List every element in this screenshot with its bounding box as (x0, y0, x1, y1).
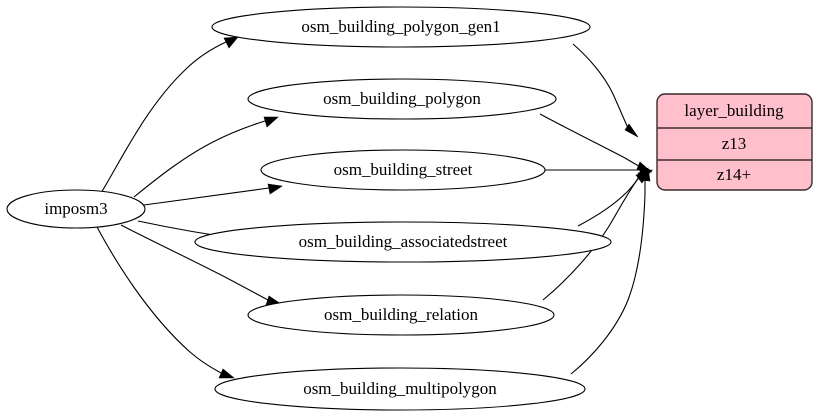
node-osm_building_associatedstreet-shape[interactable] (194, 221, 612, 263)
node-osm_building_multipolygon-label: osm_building_multipolygon (303, 379, 497, 398)
edge-osm_building_polygon-to-layer_building_z14plus (539, 113, 653, 173)
edge-osm_building_multipolygon-to-layer_building_z14plus (570, 167, 651, 375)
node-osm_building_relation-label: osm_building_relation (324, 305, 478, 324)
edge-imposm3-to-osm_building_multipolygon (96, 226, 235, 379)
edge-imposm3-to-osm_building_polygon_gen1 (100, 36, 239, 194)
node-osm_building_street[interactable]: osm_building_street (260, 149, 546, 191)
node-osm_building_associatedstreet[interactable]: osm_building_associatedstreet (194, 221, 612, 263)
node-layer_building-row-z14plus: z14+ (717, 165, 751, 184)
edge-imposm3-to-osm_building_polygon (133, 116, 279, 198)
node-osm_building_polygon-label: osm_building_polygon (323, 89, 481, 108)
node-imposm3-shape[interactable] (6, 189, 146, 229)
node-osm_building_multipolygon[interactable]: osm_building_multipolygon (214, 367, 586, 411)
node-osm_building_polygon_gen1-label: osm_building_polygon_gen1 (301, 17, 500, 36)
edge-osm_building_street-to-layer_building_z14plus (545, 164, 653, 177)
node-osm_building_street-label: osm_building_street (334, 160, 473, 179)
node-layer_building-row-z13: z13 (722, 134, 747, 153)
node-imposm3-label: imposm3 (44, 199, 107, 218)
node-layer_building[interactable]: layer_building z13 z14+ (656, 93, 813, 191)
node-imposm3[interactable]: imposm3 (6, 189, 146, 229)
edge-osm_building_polygon_gen1-to-layer_building_z13 (572, 43, 639, 138)
node-osm_building_associatedstreet-label: osm_building_associatedstreet (299, 232, 508, 251)
node-osm_building_street-shape[interactable] (260, 149, 546, 191)
node-osm_building_relation-shape[interactable] (247, 294, 555, 336)
node-layer_building-box[interactable] (656, 93, 813, 191)
node-osm_building_polygon_gen1-shape[interactable] (211, 6, 591, 48)
edge-group-tables-to-layer (539, 43, 653, 375)
node-layer_building-row-name: layer_building (684, 101, 784, 120)
node-osm_building_multipolygon-shape[interactable] (214, 367, 586, 411)
node-osm_building_polygon_gen1[interactable]: osm_building_polygon_gen1 (211, 6, 591, 48)
node-osm_building_relation[interactable]: osm_building_relation (247, 294, 555, 336)
edge-imposm3-to-osm_building_street (143, 183, 283, 206)
node-osm_building_polygon[interactable]: osm_building_polygon (247, 78, 557, 120)
node-osm_building_polygon-shape[interactable] (247, 78, 557, 120)
